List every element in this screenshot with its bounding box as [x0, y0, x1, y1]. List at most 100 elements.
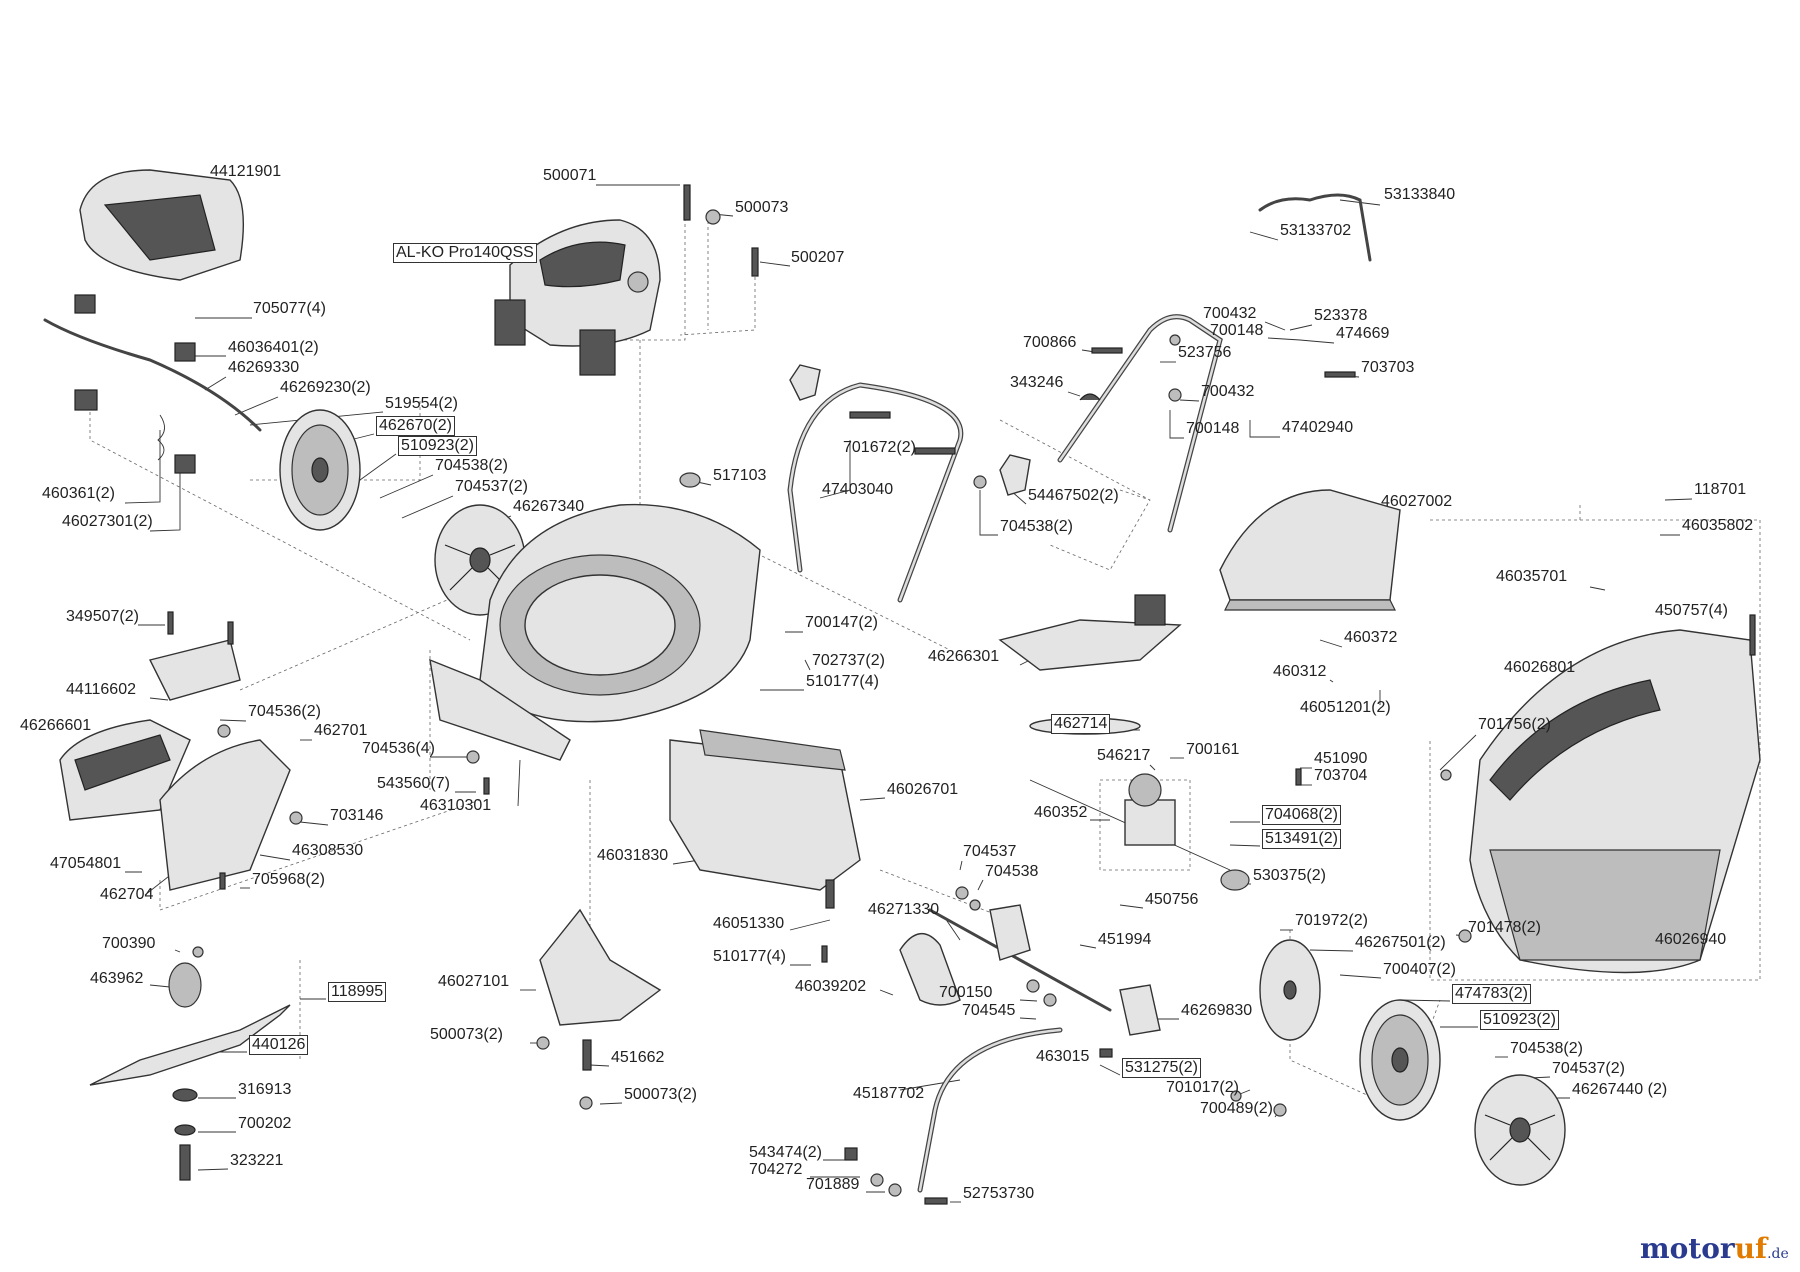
part-label: AL-KO Pro140QSS: [393, 243, 537, 263]
mower-deck: [429, 503, 761, 761]
fasteners: [167, 184, 1756, 1205]
part-label: 451662: [611, 1049, 665, 1066]
part-label: 440126: [249, 1035, 309, 1055]
part-label: 451994: [1098, 931, 1152, 948]
assembly-lines: [89, 200, 1761, 1111]
part-label: 704537(2): [455, 478, 528, 495]
part-label: 500071: [543, 167, 597, 184]
part-label: 704538(2): [1000, 518, 1073, 535]
part-label: 46266601: [20, 717, 92, 734]
part-label: 44116602: [66, 681, 136, 698]
drive-lever: [917, 1027, 1063, 1193]
part-label: 700202: [238, 1115, 292, 1132]
part-label: 316913: [238, 1081, 292, 1098]
part-label: 46269230(2): [280, 379, 371, 396]
part-label: 46036401(2): [228, 339, 319, 356]
part-label: 46267340: [513, 498, 585, 515]
part-label: 705968(2): [252, 871, 325, 888]
part-label: 700489(2): [1200, 1100, 1273, 1117]
part-label: 500207: [791, 249, 845, 266]
part-label: 701972(2): [1295, 912, 1368, 929]
chute-46027101: [539, 908, 662, 1026]
part-label: 700147(2): [805, 614, 878, 631]
part-label: 47054801: [50, 855, 122, 872]
part-label: 46035701: [1496, 568, 1568, 585]
part-label: 704537: [963, 843, 1017, 860]
part-label: 53133702: [1280, 222, 1352, 239]
grass-bag: [1469, 629, 1761, 974]
part-label: 701889: [806, 1176, 860, 1193]
part-label: 519554(2): [385, 395, 458, 412]
part-label: 47402940: [1282, 419, 1354, 436]
part-label: 47403040: [822, 481, 894, 498]
part-label: 46271330: [868, 901, 940, 918]
part-label: 517103: [713, 467, 767, 484]
part-label: 46027101: [438, 973, 510, 990]
logo-part1: motor: [1640, 1232, 1735, 1265]
throttle-cable: [43, 294, 262, 474]
part-label: 46051330: [713, 915, 785, 932]
part-label: 704538(2): [435, 457, 508, 474]
part-label: 46266301: [928, 648, 1000, 665]
part-label: 701478(2): [1468, 919, 1541, 936]
part-label: 460312: [1273, 663, 1327, 680]
part-label: 53133840: [1384, 186, 1456, 203]
engine-cover-44121901: [79, 169, 244, 281]
part-label: 704545: [962, 1002, 1016, 1019]
part-label: 500073(2): [430, 1026, 503, 1043]
part-label: 704536(4): [362, 740, 435, 757]
part-label: 702737(2): [812, 652, 885, 669]
part-label: 451090: [1314, 750, 1368, 767]
part-label: 700150: [939, 984, 993, 1001]
part-label: 700148: [1210, 322, 1264, 339]
part-label: 705077(4): [253, 300, 326, 317]
part-label: 46031830: [597, 847, 669, 864]
part-label: 44121901: [210, 163, 282, 180]
part-label: 46269830: [1181, 1002, 1253, 1019]
part-label: 46269330: [228, 359, 300, 376]
part-label: 701672(2): [843, 439, 916, 456]
part-label: 462704: [100, 886, 154, 903]
part-label: 543560(7): [377, 775, 450, 792]
part-label: 703704: [1314, 767, 1368, 784]
part-label: 463015: [1036, 1048, 1090, 1065]
part-label: 500073(2): [624, 1086, 697, 1103]
part-label: 700161: [1186, 741, 1240, 758]
part-label: 704536(2): [248, 703, 321, 720]
part-label: 700407(2): [1383, 961, 1456, 978]
part-label: 450757(4): [1655, 602, 1728, 619]
part-label: 703146: [330, 807, 384, 824]
part-label: 546217: [1097, 747, 1151, 764]
part-label: 46026940: [1655, 931, 1727, 948]
part-label: 460372: [1344, 629, 1398, 646]
part-label: 500073: [735, 199, 789, 216]
part-label: 704538: [985, 863, 1039, 880]
part-label: 474783(2): [1452, 984, 1531, 1004]
part-label: 118995: [328, 982, 387, 1002]
part-label: 704538(2): [1510, 1040, 1583, 1057]
part-label: 118701: [1694, 481, 1747, 498]
wheel-rear-right: [1259, 939, 1566, 1186]
rear-axle: [899, 904, 1161, 1036]
motoruf-logo[interactable]: motoruf.de: [1640, 1232, 1789, 1265]
part-label: 46035802: [1682, 517, 1754, 534]
part-label: 510177(4): [806, 673, 879, 690]
part-label: 46267501(2): [1355, 934, 1446, 951]
part-label: 510923(2): [1480, 1010, 1559, 1030]
rear-shield-46026701: [669, 729, 861, 891]
side-deflectors: [59, 639, 291, 891]
part-label: 474669: [1336, 325, 1390, 342]
part-label: 704537(2): [1552, 1060, 1625, 1077]
part-label: 462670(2): [376, 416, 455, 436]
part-label: 349507(2): [66, 608, 139, 625]
part-label: 46051201(2): [1300, 699, 1391, 716]
part-label: 450756: [1145, 891, 1199, 908]
logo-suffix: .de: [1767, 1246, 1789, 1262]
part-label: 46308530: [292, 842, 364, 859]
part-label: 46310301: [420, 797, 492, 814]
part-label: 54467502(2): [1028, 487, 1119, 504]
lower-handle-47403040: [787, 382, 964, 603]
part-label: 701017(2): [1166, 1079, 1239, 1096]
